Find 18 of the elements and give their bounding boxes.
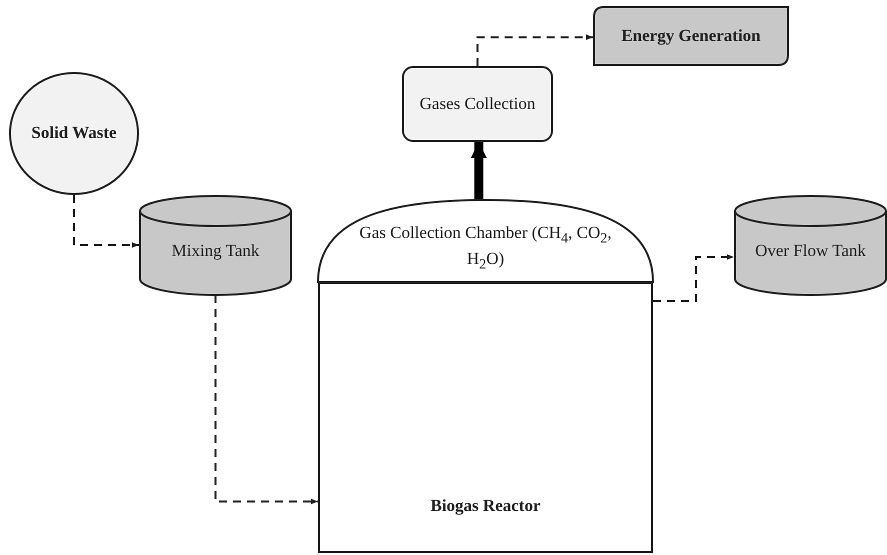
waste-circle	[9, 72, 139, 195]
process-box	[402, 66, 553, 142]
node-label: Gases Collection	[420, 92, 536, 115]
node-label: Biogas Reactor	[430, 494, 540, 517]
process-box	[593, 6, 789, 66]
node-label: Gas Collection Chamber (CH$_{4}$, CO$_{2}$, H$_{2}$O)	[358, 222, 613, 274]
dashed-arrow	[653, 254, 734, 302]
dashed-arrow	[476, 34, 593, 66]
node-label: Solid Waste	[31, 122, 117, 144]
chamber-dome	[318, 200, 653, 282]
node-label: Over Flow Tank	[755, 240, 866, 262]
node-label: Mixing Tank	[172, 240, 260, 262]
node-label: Energy Generation	[621, 24, 761, 47]
dashed-arrow	[73, 195, 139, 248]
tank-cylinder	[734, 195, 887, 295]
dashed-arrow	[214, 295, 318, 504]
thick-arrow	[470, 142, 487, 200]
tank-cylinder	[139, 195, 292, 295]
